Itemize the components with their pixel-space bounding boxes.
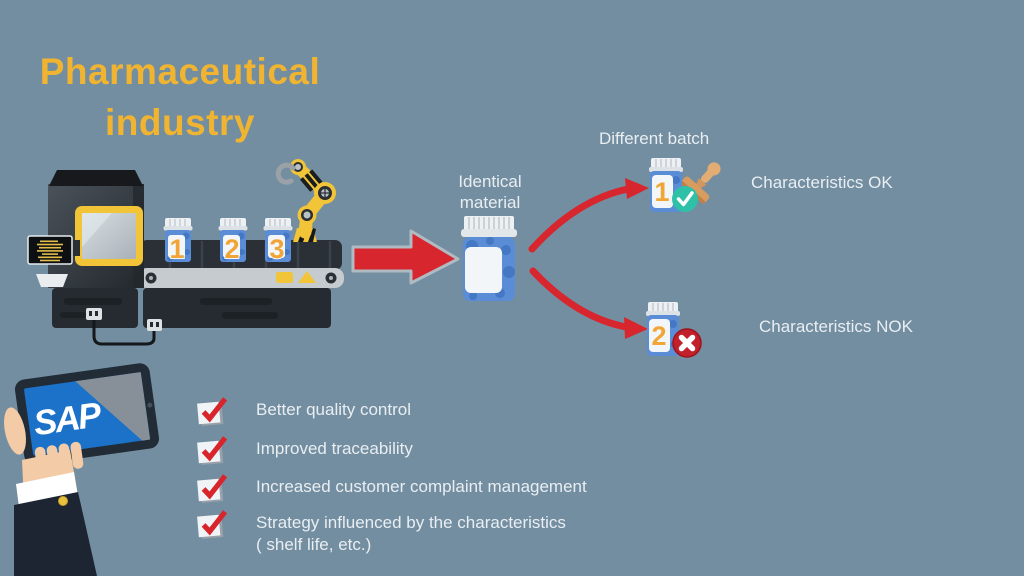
checklist-item-3: Increased customer complaint management: [195, 473, 587, 503]
checklist-item-line-1: Strategy influenced by the characteristi…: [256, 513, 566, 532]
ok-result-icon: 1: [649, 158, 721, 212]
big-red-arrow-icon: [351, 229, 460, 285]
suit-sleeve: [14, 492, 97, 576]
machine-tray: [36, 274, 68, 287]
characteristics-ok-label: Characteristics OK: [751, 173, 893, 192]
sleeve-button-icon: [58, 496, 68, 506]
checklist-item-4: Strategy influenced by the characteristi…: [195, 509, 566, 556]
curved-arrow-nok: [529, 267, 630, 331]
thumb: [4, 407, 26, 455]
machine-lid: [49, 170, 143, 186]
checklist-item-label: Strategy influenced by the characteristi…: [256, 512, 566, 556]
red-checkbox-icon: [197, 436, 228, 465]
svg-text:2: 2: [651, 321, 666, 351]
hand-holding-sap-tablet: SAP: [4, 363, 160, 576]
conveyor-bottles: 1 2 3: [163, 218, 293, 265]
x-icon: [678, 334, 696, 352]
ok-check-circle-icon: [672, 186, 698, 212]
page-title: Pharmaceutical industry: [22, 46, 338, 148]
checklist-item-1: Better quality control: [195, 396, 411, 426]
svg-text:1: 1: [654, 177, 669, 207]
checklist-item-label: Better quality control: [256, 400, 411, 419]
checklist-item-line-2: ( shelf life, etc.): [256, 535, 372, 554]
title-line-2: industry: [105, 102, 255, 143]
red-checkbox-icon: [197, 397, 228, 426]
curved-arrow-nok-head: [624, 317, 648, 339]
pill-bottle-3: 3: [263, 218, 293, 265]
identical-material-label: Identical material: [458, 172, 522, 212]
svg-text:3: 3: [269, 234, 284, 264]
sap-logo: SAP: [31, 395, 104, 443]
title-line-1: Pharmaceutical: [39, 51, 321, 92]
display-code-lines: [37, 240, 63, 262]
characteristics-nok-label: Characteristics NOK: [759, 317, 913, 336]
identical-material-bottle-icon: [461, 216, 517, 301]
pill-bottle-2: 2: [218, 218, 248, 265]
conveyor-base-bar: [138, 268, 344, 288]
different-batch-label: Different batch: [599, 129, 710, 148]
screen-reflection: [75, 372, 151, 441]
conveyor-yellow-badge: [276, 272, 293, 283]
curved-arrow-ok: [528, 185, 632, 253]
tablet-camera-icon: [147, 402, 153, 408]
nok-result-icon: 2: [646, 302, 702, 358]
red-checkbox-icon: [197, 474, 228, 503]
checklist-item-2: Improved traceability: [195, 435, 413, 465]
nok-bottle-icon: 2: [646, 302, 680, 356]
svg-text:2: 2: [224, 234, 239, 264]
sap-tablet-icon: SAP: [14, 363, 160, 465]
robot-arm-icon: [275, 159, 336, 242]
red-checkbox-icon: [197, 510, 228, 539]
pill-bottle-1: 1: [163, 218, 193, 265]
curved-arrow-ok-head: [625, 178, 649, 199]
machine-cable: [92, 320, 156, 346]
machine-illustration: [27, 170, 344, 346]
checklist-item-label: Increased customer complaint management: [256, 477, 587, 496]
check-icon: [676, 191, 694, 207]
conveyor-warning-triangle-icon: [298, 271, 316, 283]
checklist-item-label: Improved traceability: [256, 439, 413, 458]
robot-gripper-icon: [275, 162, 296, 185]
svg-text:1: 1: [169, 234, 184, 264]
